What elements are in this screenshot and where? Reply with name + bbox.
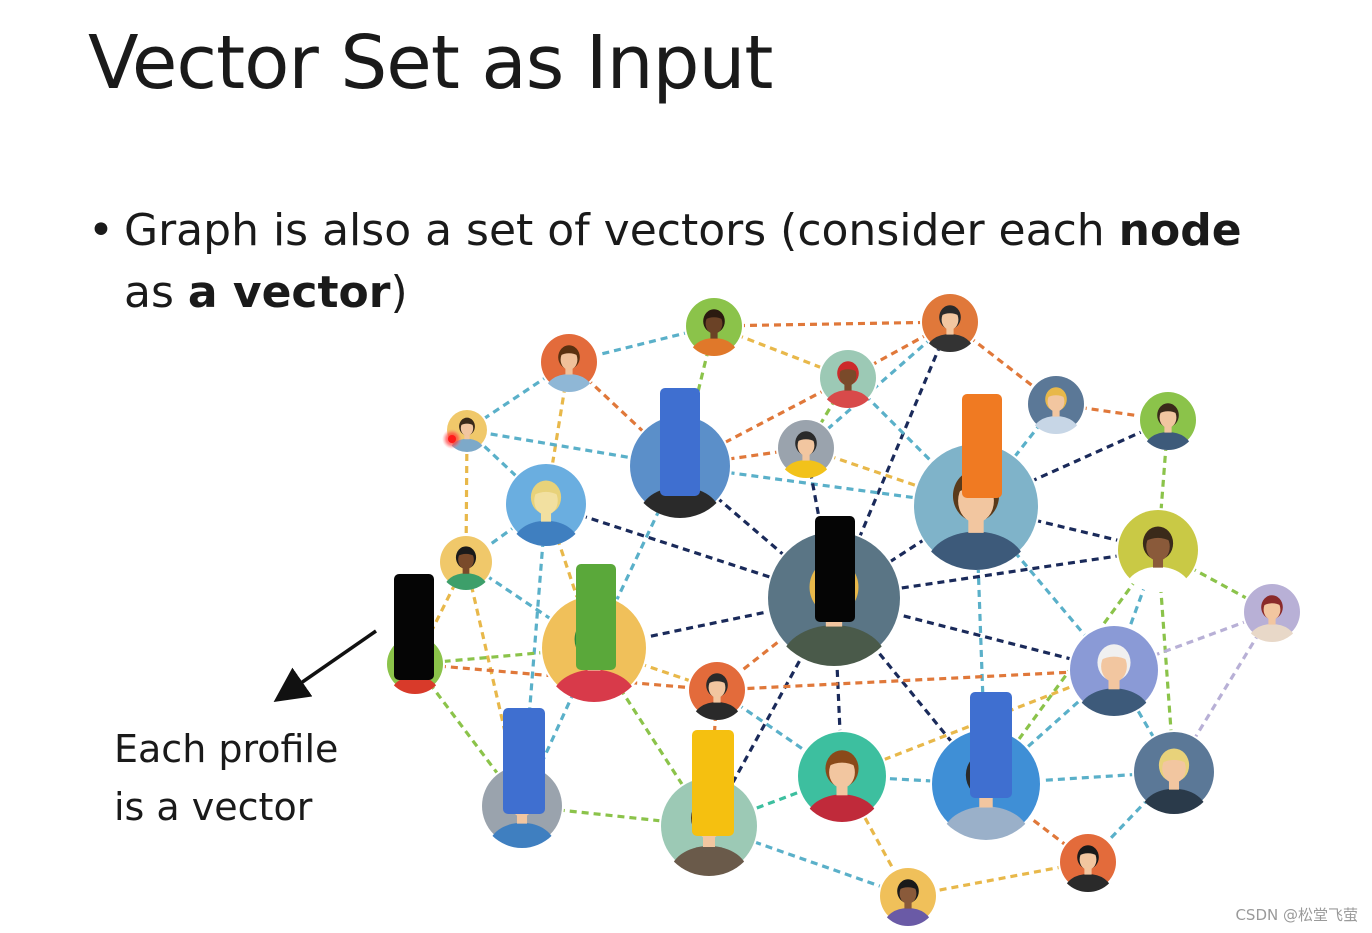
vector-bar-n16 bbox=[576, 564, 616, 670]
profile-node-n20 bbox=[796, 730, 888, 822]
profile-node-n15 bbox=[1242, 582, 1302, 642]
vector-bar-n11 bbox=[962, 394, 1002, 498]
bullet-part1: Graph is also a set of vectors (consider… bbox=[124, 205, 1119, 256]
caption: Each profile is a vector bbox=[114, 720, 338, 836]
person-icon bbox=[513, 480, 579, 546]
vector-bar-n23 bbox=[503, 708, 545, 814]
bullet-bold-vector: a vector bbox=[187, 267, 391, 318]
person-icon bbox=[926, 305, 974, 352]
person-icon bbox=[444, 546, 488, 590]
arrow-icon bbox=[273, 629, 377, 702]
profile-node-n18 bbox=[1068, 624, 1160, 716]
person-icon bbox=[1248, 595, 1296, 642]
profile-node-n4 bbox=[818, 348, 878, 408]
vector-bar-n8 bbox=[660, 388, 700, 496]
profile-node-n10 bbox=[504, 462, 588, 546]
edge-n25-n26 bbox=[907, 860, 1089, 898]
edge-n2-n9 bbox=[804, 320, 952, 450]
profile-node-n9 bbox=[776, 418, 836, 478]
person-icon bbox=[824, 361, 872, 408]
caption-line1: Each profile bbox=[114, 727, 339, 771]
person-icon bbox=[1032, 387, 1080, 434]
person-icon bbox=[1141, 748, 1207, 814]
bullet-text: Graph is also a set of vectors (consider… bbox=[124, 200, 1304, 324]
edge-n8-n16 bbox=[592, 465, 682, 649]
caption-line2: is a vector bbox=[114, 785, 313, 829]
edge-n2-n14 bbox=[832, 321, 952, 599]
edge-n22-n25 bbox=[1086, 770, 1176, 864]
profile-node-n12 bbox=[1116, 508, 1200, 592]
profile-node-n26 bbox=[878, 866, 938, 926]
bullet-dot: • bbox=[88, 205, 114, 256]
edge-n12-n18 bbox=[1112, 549, 1160, 671]
person-icon bbox=[1144, 403, 1192, 450]
watermark: CSDN @松堂飞萤 bbox=[1235, 906, 1358, 924]
profile-node-n1 bbox=[684, 296, 744, 356]
edge-n18-n19 bbox=[716, 668, 1115, 692]
profile-node-n22 bbox=[1132, 730, 1216, 814]
profile-node-n13 bbox=[438, 534, 494, 590]
laser-pointer-core bbox=[448, 435, 456, 443]
profile-node-n19 bbox=[687, 660, 747, 720]
bullet-part2: as bbox=[124, 267, 188, 318]
vector-bar-n17 bbox=[394, 574, 434, 680]
profile-node-n2 bbox=[920, 292, 980, 352]
person-icon bbox=[1078, 644, 1150, 716]
profile-node-n25 bbox=[1058, 832, 1118, 892]
edge-n21-n25 bbox=[985, 782, 1089, 864]
bullet-part3: ) bbox=[390, 267, 408, 318]
arrow-layer bbox=[273, 629, 377, 702]
profile-node-n11 bbox=[912, 442, 1040, 570]
person-icon bbox=[690, 309, 738, 356]
bullet-bold-node: node bbox=[1118, 205, 1242, 256]
edge-n1-n2 bbox=[713, 320, 951, 328]
vectors-layer bbox=[394, 388, 1012, 836]
edge-n12-n14 bbox=[833, 548, 1159, 600]
edge-n17-n19 bbox=[414, 662, 718, 692]
person-icon bbox=[884, 879, 932, 926]
edge-n8-n9 bbox=[679, 446, 807, 468]
profile-node-n3 bbox=[539, 332, 599, 392]
person-icon bbox=[1064, 845, 1112, 892]
profile-node-n6 bbox=[1138, 390, 1198, 450]
vector-bar-n24 bbox=[692, 730, 734, 836]
person-icon bbox=[545, 345, 593, 392]
vector-bar-n21 bbox=[970, 692, 1012, 798]
slide-title: Vector Set as Input bbox=[88, 20, 773, 106]
person-icon bbox=[1125, 526, 1191, 592]
person-icon bbox=[693, 673, 741, 720]
person-icon bbox=[806, 750, 878, 822]
person-icon bbox=[782, 431, 830, 478]
profile-node-n5 bbox=[1026, 374, 1086, 434]
vector-bar-n14 bbox=[815, 516, 855, 622]
